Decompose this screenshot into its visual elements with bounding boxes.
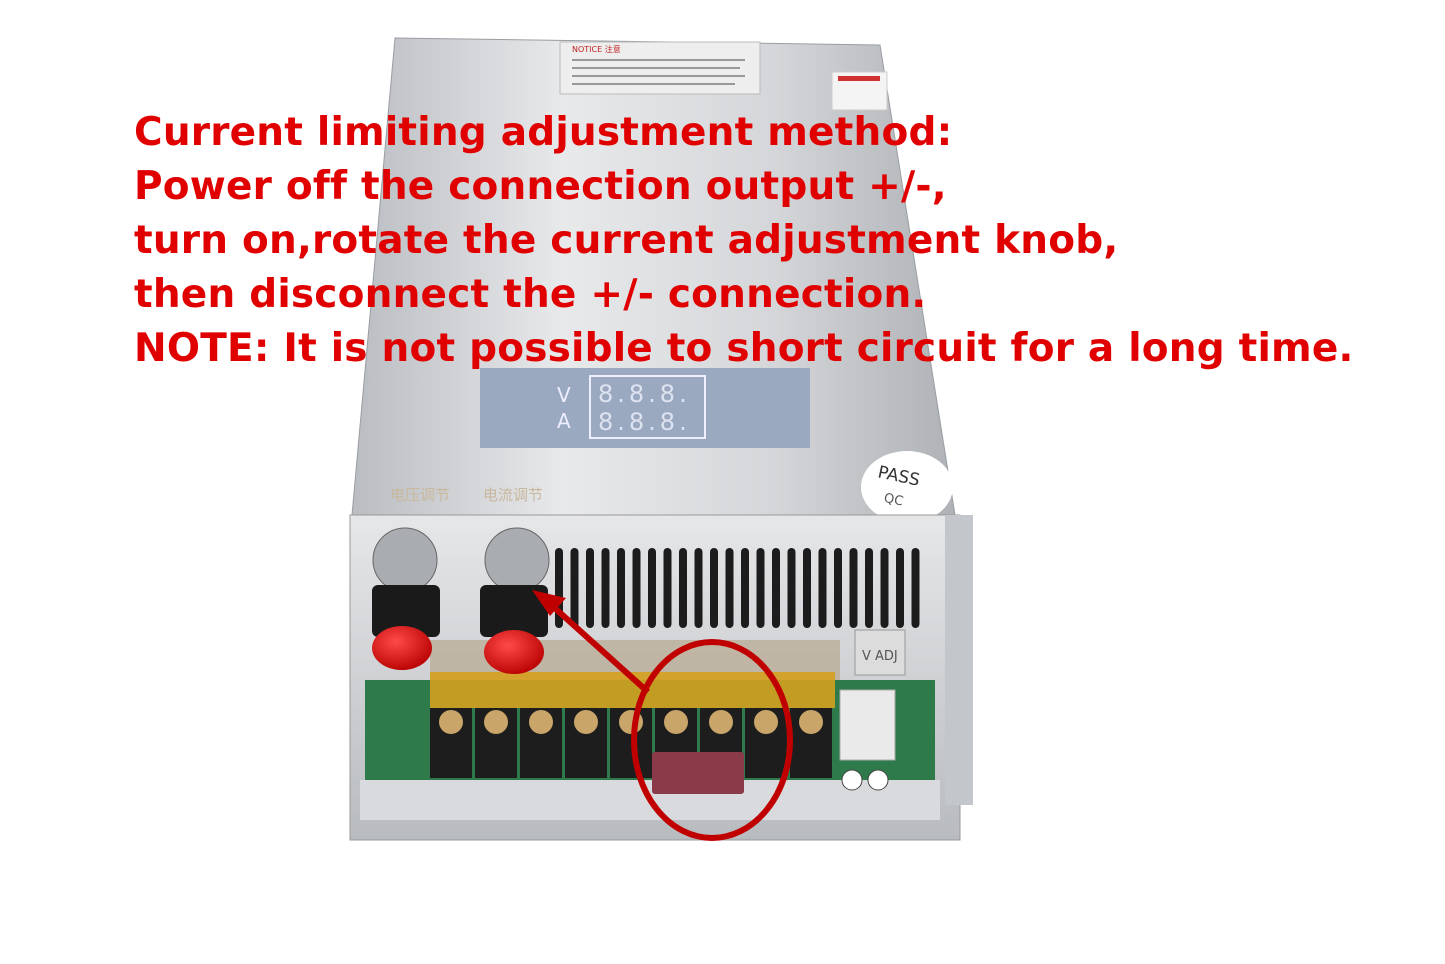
vent-slot xyxy=(865,548,873,628)
svg-text:8.8.8.: 8.8.8. xyxy=(598,408,691,436)
vent-slot xyxy=(570,548,579,628)
svg-text:V: V xyxy=(557,383,571,407)
vent-slot xyxy=(834,548,842,628)
vent-slot xyxy=(880,548,889,628)
vent-slot xyxy=(756,548,765,628)
qc-pass-sticker: PASS QC xyxy=(861,451,953,523)
voltage-adjust-pot[interactable]: V ADJ xyxy=(854,629,906,676)
instruction-line: turn on,rotate the current adjustment kn… xyxy=(134,218,1119,263)
vent-slot xyxy=(710,548,718,628)
instruction-line: then disconnect the +/- connection. xyxy=(134,272,927,317)
voltage-knob-label: 电压调节 xyxy=(390,486,450,504)
vent-slot xyxy=(648,548,656,628)
voltage-adjust-knob[interactable] xyxy=(372,527,440,670)
svg-text:V ADJ: V ADJ xyxy=(862,649,898,664)
fuse xyxy=(652,752,744,794)
vent-slot xyxy=(679,548,687,628)
vent-slot xyxy=(818,548,827,628)
terminal-screw xyxy=(475,708,517,778)
instruction-line: NOTE: It is not possible to short circui… xyxy=(134,326,1354,371)
terminal-screw xyxy=(790,708,832,778)
terminal-screw xyxy=(565,708,607,778)
vent-slot xyxy=(772,548,780,628)
terminal-screw xyxy=(745,708,787,778)
vent-slot xyxy=(586,548,594,628)
vent-slot xyxy=(632,548,641,628)
current-knob-label: 电流调节 xyxy=(483,486,543,504)
arrow-icon xyxy=(532,590,651,695)
vent-slot xyxy=(617,548,625,628)
vent-slots xyxy=(555,548,920,628)
instruction-line: Power off the connection output +/-, xyxy=(134,164,947,209)
vent-slot xyxy=(601,548,610,628)
instruction-text: Current limiting adjustment method: Powe… xyxy=(134,106,1354,376)
terminal-block xyxy=(430,708,832,778)
svg-text:8.8.8.: 8.8.8. xyxy=(598,380,691,408)
vent-slot xyxy=(787,548,796,628)
vent-slot xyxy=(911,548,920,628)
display-panel: V A 8.8.8. 8.8.8. xyxy=(480,368,810,448)
vent-slot xyxy=(741,548,749,628)
instruction-line: Current limiting adjustment method: xyxy=(134,110,953,155)
terminal-screw xyxy=(430,708,472,778)
vent-slot xyxy=(849,548,858,628)
current-adjust-knob[interactable] xyxy=(480,527,550,674)
vent-slot xyxy=(725,548,734,628)
vent-slot xyxy=(694,548,703,628)
highlight-circle xyxy=(631,639,793,841)
vent-slot xyxy=(663,548,672,628)
svg-text:A: A xyxy=(557,409,571,433)
svg-text:NOTICE 注意: NOTICE 注意 xyxy=(572,44,621,54)
terminal-screw xyxy=(610,708,652,778)
svg-text:QC: QC xyxy=(882,491,904,510)
notice-label: NOTICE 注意 xyxy=(559,41,761,95)
vent-slot xyxy=(803,548,811,628)
vent-slot xyxy=(896,548,904,628)
terminal-screw xyxy=(520,708,562,778)
